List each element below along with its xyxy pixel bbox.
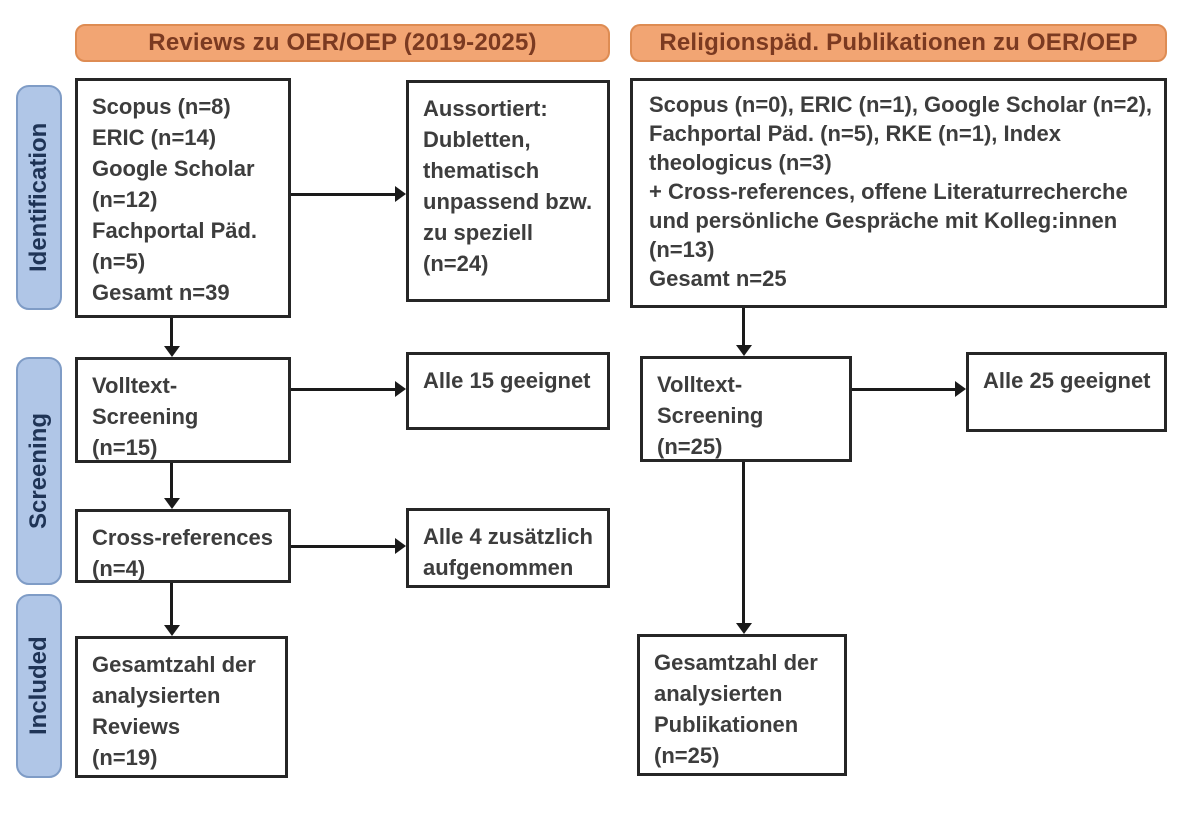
- arrow-left-crossref-to-included-head: [164, 625, 180, 636]
- arrow-left-sources-to-screening-line: [170, 318, 173, 348]
- column-header-religionspaed: Religionspäd. Publikationen zu OER/OEP: [630, 24, 1167, 62]
- stage-label-included-text: Included: [25, 636, 52, 736]
- column-header-reviews: Reviews zu OER/OEP (2019-2025): [75, 24, 610, 62]
- box-right-identification-sources-text: Scopus (n=0), ERIC (n=1), Google Scholar…: [649, 92, 1153, 291]
- arrow-right-sources-to-screening-head: [736, 345, 752, 356]
- arrow-right-screening-to-result-head: [955, 381, 966, 397]
- stage-label-identification: Identification: [16, 85, 62, 310]
- box-left-identification-sources: Scopus (n=8) ERIC (n=14) Google Scholar …: [75, 78, 291, 318]
- box-right-fulltext-screening-text: Volltext- Screening (n=25): [657, 372, 764, 459]
- box-left-sorted-out: Aussortiert: Dubletten, thematisch unpas…: [406, 80, 610, 302]
- box-left-sorted-out-text: Aussortiert: Dubletten, thematisch unpas…: [423, 96, 593, 276]
- box-left-cross-references-result: Alle 4 zusätzlich aufgenommen: [406, 508, 610, 588]
- box-left-cross-references-text: Cross-references (n=4): [92, 525, 273, 581]
- arrow-left-crossref-to-result-line: [291, 545, 395, 548]
- stage-label-identification-text: Identification: [25, 122, 52, 273]
- arrow-left-screening-to-crossref-line: [170, 463, 173, 499]
- arrow-left-sources-to-sortedout-head: [395, 186, 406, 202]
- stage-label-screening: Screening: [16, 357, 62, 585]
- box-right-identification-sources: Scopus (n=0), ERIC (n=1), Google Scholar…: [630, 78, 1167, 308]
- box-right-included-total-text: Gesamtzahl der analysierten Publikatione…: [654, 650, 818, 768]
- arrow-right-screening-to-included-line: [742, 462, 745, 623]
- arrow-right-screening-to-result-line: [852, 388, 955, 391]
- column-header-reviews-label: Reviews zu OER/OEP (2019-2025): [148, 29, 537, 56]
- box-right-fulltext-result-text: Alle 25 geeignet: [983, 368, 1151, 393]
- box-right-fulltext-screening: Volltext- Screening (n=25): [640, 356, 852, 462]
- box-left-fulltext-result: Alle 15 geeignet: [406, 352, 610, 430]
- box-left-identification-sources-text: Scopus (n=8) ERIC (n=14) Google Scholar …: [92, 94, 258, 305]
- box-left-cross-references: Cross-references (n=4): [75, 509, 291, 583]
- column-header-religionspaed-label: Religionspäd. Publikationen zu OER/OEP: [659, 29, 1138, 56]
- box-left-cross-references-result-text: Alle 4 zusätzlich aufgenommen: [423, 524, 593, 580]
- arrow-left-screening-to-result-head: [395, 381, 406, 397]
- box-left-fulltext-screening: Volltext- Screening (n=15): [75, 357, 291, 463]
- arrow-left-screening-to-crossref-head: [164, 498, 180, 509]
- box-left-fulltext-result-text: Alle 15 geeignet: [423, 368, 591, 393]
- stage-label-included: Included: [16, 594, 62, 778]
- box-left-included-total: Gesamtzahl der analysierten Reviews (n=1…: [75, 636, 288, 778]
- box-right-fulltext-result: Alle 25 geeignet: [966, 352, 1167, 432]
- box-left-included-total-text: Gesamtzahl der analysierten Reviews (n=1…: [92, 652, 256, 770]
- arrow-right-sources-to-screening-line: [742, 308, 745, 345]
- arrow-left-sources-to-sortedout-line: [291, 193, 395, 196]
- arrow-right-screening-to-included-head: [736, 623, 752, 634]
- arrow-left-crossref-to-result-head: [395, 538, 406, 554]
- box-left-fulltext-screening-text: Volltext- Screening (n=15): [92, 373, 199, 460]
- stage-label-screening-text: Screening: [25, 412, 52, 530]
- arrow-left-screening-to-result-line: [291, 388, 395, 391]
- arrow-left-crossref-to-included-line: [170, 583, 173, 625]
- arrow-left-sources-to-screening-head: [164, 346, 180, 357]
- box-right-included-total: Gesamtzahl der analysierten Publikatione…: [637, 634, 847, 776]
